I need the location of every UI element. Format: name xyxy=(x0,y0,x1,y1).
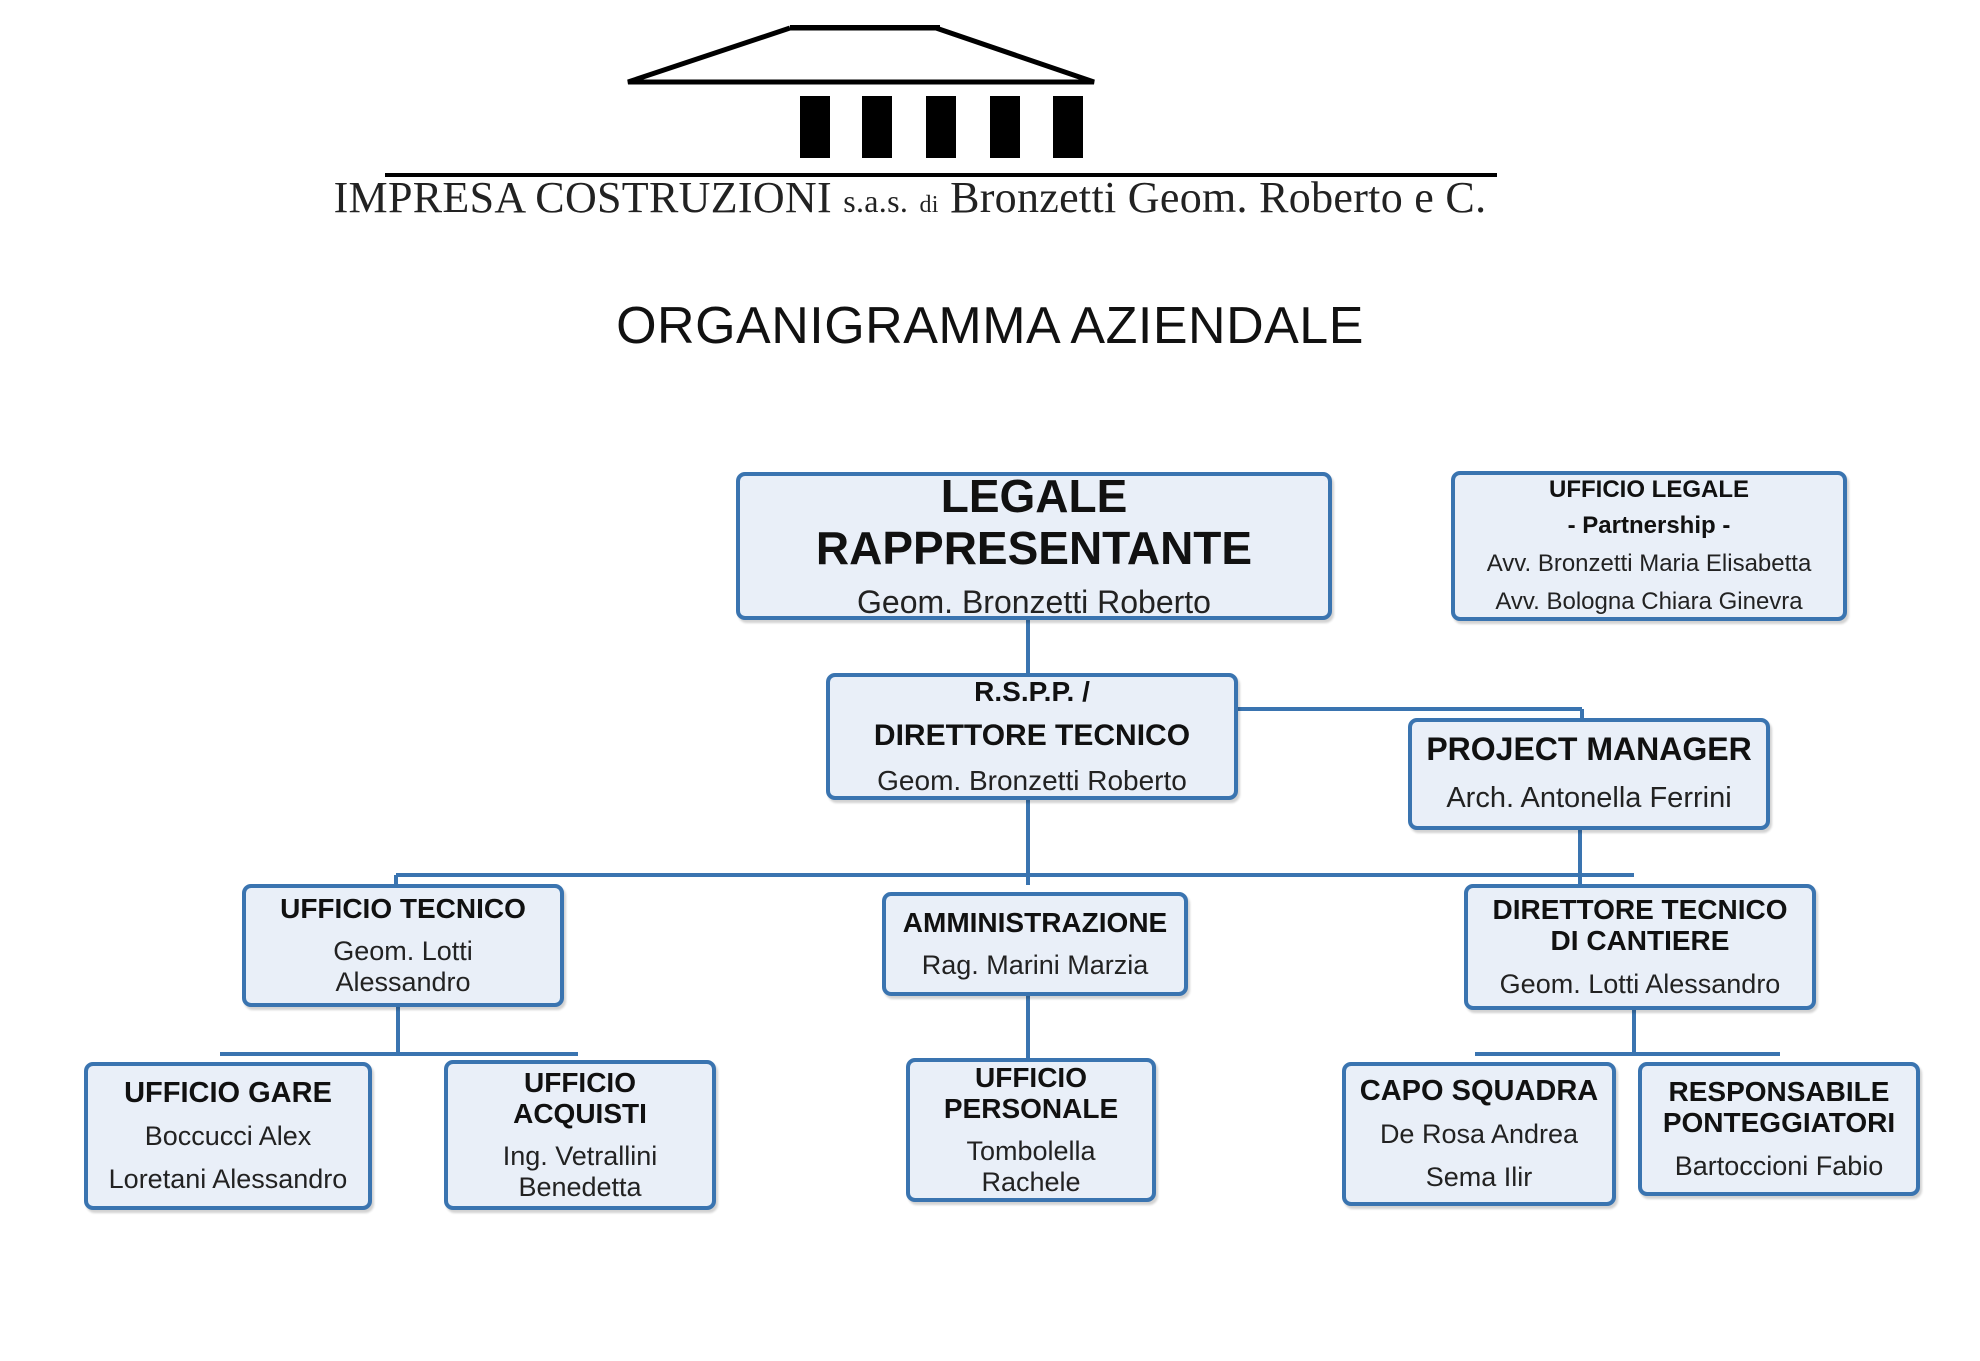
node-ufficio-acquisti: UFFICIO ACQUISTI Ing. Vetrallini Benedet… xyxy=(444,1060,716,1210)
node-person: Loretani Alessandro xyxy=(108,1164,348,1195)
node-title: R.S.P.P. / xyxy=(974,675,1090,707)
node-title: AMMINISTRAZIONE xyxy=(902,906,1168,938)
node-direttore-tecnico-cantiere: DIRETTORE TECNICO DI CANTIERE Geom. Lott… xyxy=(1464,884,1816,1010)
node-person: Geom. Bronzetti Roberto xyxy=(857,584,1211,620)
node-person: Sema Ilir xyxy=(1425,1162,1533,1193)
node-project-manager: PROJECT MANAGER Arch. Antonella Ferrini xyxy=(1408,718,1770,830)
node-title: UFFICIO GARE xyxy=(124,1076,332,1109)
node-ufficio-gare: UFFICIO GARE Boccucci Alex Loretani Ales… xyxy=(84,1062,372,1210)
company-owner: Bronzetti Geom. Roberto e C. xyxy=(950,173,1487,222)
node-subtitle: - Partnership - xyxy=(1567,512,1731,540)
node-person: Avv. Bronzetti Maria Elisabetta xyxy=(1486,550,1812,578)
node-legale-rappresentante: LEGALE RAPPRESENTANTE Geom. Bronzetti Ro… xyxy=(736,472,1332,620)
company-main: IMPRESA COSTRUZIONI xyxy=(333,173,832,222)
node-title: UFFICIO xyxy=(975,1061,1087,1093)
node-person: Alessandro xyxy=(335,967,471,998)
node-person: Arch. Antonella Ferrini xyxy=(1446,782,1732,815)
node-title: DI CANTIERE xyxy=(1550,925,1730,957)
node-title: RAPPRESENTANTE xyxy=(815,521,1253,574)
node-title: UFFICIO TECNICO xyxy=(280,892,526,924)
temple-columns-icon xyxy=(385,25,1497,177)
node-person: Bartoccioni Fabio xyxy=(1674,1150,1884,1181)
node-title: ACQUISTI xyxy=(513,1097,647,1129)
node-title: PROJECT MANAGER xyxy=(1426,731,1752,768)
node-ufficio-legale: UFFICIO LEGALE - Partnership - Avv. Bron… xyxy=(1451,471,1847,621)
node-title: PERSONALE xyxy=(943,1092,1119,1124)
node-person: Geom. Lotti xyxy=(333,936,473,967)
node-person: Benedetta xyxy=(518,1172,642,1203)
company-name: IMPRESA COSTRUZIONI s.a.s. di Bronzetti … xyxy=(300,172,1520,223)
node-title: UFFICIO xyxy=(524,1066,636,1098)
node-capo-squadra: CAPO SQUADRA De Rosa Andrea Sema Ilir xyxy=(1342,1062,1616,1206)
chart-title: ORGANIGRAMMA AZIENDALE xyxy=(616,297,1364,355)
node-title: UFFICIO LEGALE xyxy=(1549,475,1749,503)
node-person: Boccucci Alex xyxy=(144,1121,312,1152)
node-person: Rag. Marini Marzia xyxy=(921,950,1149,981)
node-person: Ing. Vetrallini xyxy=(502,1141,658,1172)
node-title: DIRETTORE TECNICO xyxy=(1492,894,1788,926)
node-person: Geom. Lotti Alessandro xyxy=(1499,968,1781,999)
node-title: RESPONSABILE xyxy=(1668,1076,1890,1108)
node-title: LEGALE xyxy=(940,472,1128,523)
node-rspp-direttore-tecnico: R.S.P.P. / DIRETTORE TECNICO Geom. Bronz… xyxy=(826,673,1238,800)
node-title: DIRETTORE TECNICO xyxy=(873,719,1191,753)
node-person: Tombolella xyxy=(966,1136,1096,1167)
node-person: Geom. Bronzetti Roberto xyxy=(877,764,1187,796)
node-title: CAPO SQUADRA xyxy=(1359,1074,1599,1107)
company-sas: s.a.s. xyxy=(843,183,909,219)
node-amministrazione: AMMINISTRAZIONE Rag. Marini Marzia xyxy=(882,892,1188,996)
node-person: De Rosa Andrea xyxy=(1379,1119,1579,1150)
node-ufficio-tecnico: UFFICIO TECNICO Geom. Lotti Alessandro xyxy=(242,884,564,1007)
node-ufficio-personale: UFFICIO PERSONALE Tombolella Rachele xyxy=(906,1058,1156,1202)
node-person: Rachele xyxy=(981,1167,1081,1198)
node-title: PONTEGGIATORI xyxy=(1662,1107,1896,1139)
node-person: Avv. Bologna Chiara Ginevra xyxy=(1495,587,1803,615)
node-responsabile-ponteggiatori: RESPONSABILE PONTEGGIATORI Bartoccioni F… xyxy=(1638,1062,1920,1196)
company-di: di xyxy=(919,192,939,218)
